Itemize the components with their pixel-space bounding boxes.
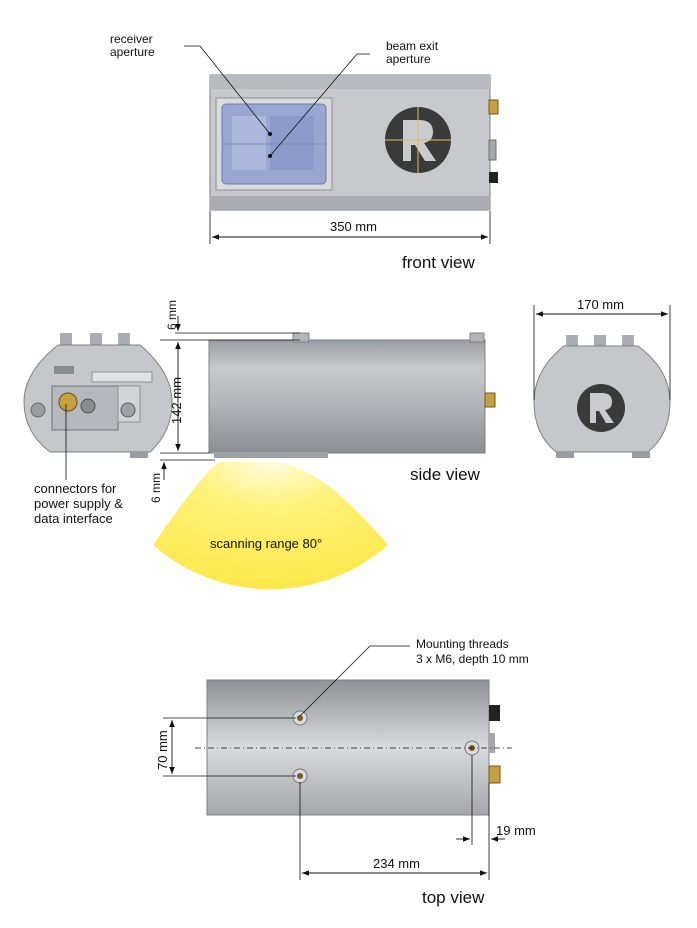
top-housing [206,679,490,816]
diameter-dimension-label: 170 mm [577,297,624,312]
front-logo-icon [385,107,451,173]
mounting-threads-line-1: Mounting threads [416,637,509,651]
connectors-line-1: connectors for [34,481,117,496]
receiver-aperture-label: receiver aperture [110,32,155,60]
mounting-threads-label: Mounting threads 3 x M6, depth 10 mm [416,637,529,667]
top-view [163,645,512,880]
side-view [23,305,671,590]
connectors-line-3: data interface [34,511,113,526]
beam-exit-line-2: aperture [386,52,431,67]
front-view [184,45,499,244]
side-view-title: side view [410,465,480,484]
thread-spacing-horizontal-label: 234 mm [373,856,420,871]
beam-exit-line-1: beam exit [386,39,439,53]
connectors-line-2: power supply & [34,496,123,511]
front-view-title: front view [402,253,475,272]
side-connector [484,392,496,408]
thread-offset-label: 19 mm [496,823,536,838]
receiver-aperture-line-1: receiver [110,32,153,46]
bottom-offset-label: 6 mm [149,473,163,503]
front-connector-bottom [489,172,498,183]
side-housing [208,339,486,454]
mounting-threads-line-2: 3 x M6, depth 10 mm [416,652,529,666]
beam-exit-aperture-label: beam exit aperture [386,39,439,67]
top-connector [488,765,501,784]
top-view-title: top view [422,888,485,907]
front-connector-top [488,99,499,115]
width-dimension-label: 350 mm [330,219,377,234]
scanning-range-fan [153,462,388,590]
round-end-view [533,335,671,458]
connectors-label: connectors for power supply & data inter… [34,481,123,526]
receiver-aperture-line-2: aperture [110,45,155,60]
height-dimension-label: 142 mm [169,377,184,424]
scanning-range-label: scanning range 80° [210,536,323,551]
top-offset-label: 6 mm [165,300,179,330]
connector-end-cap [23,333,173,458]
thread-spacing-vertical-label: 70 mm [155,730,170,770]
